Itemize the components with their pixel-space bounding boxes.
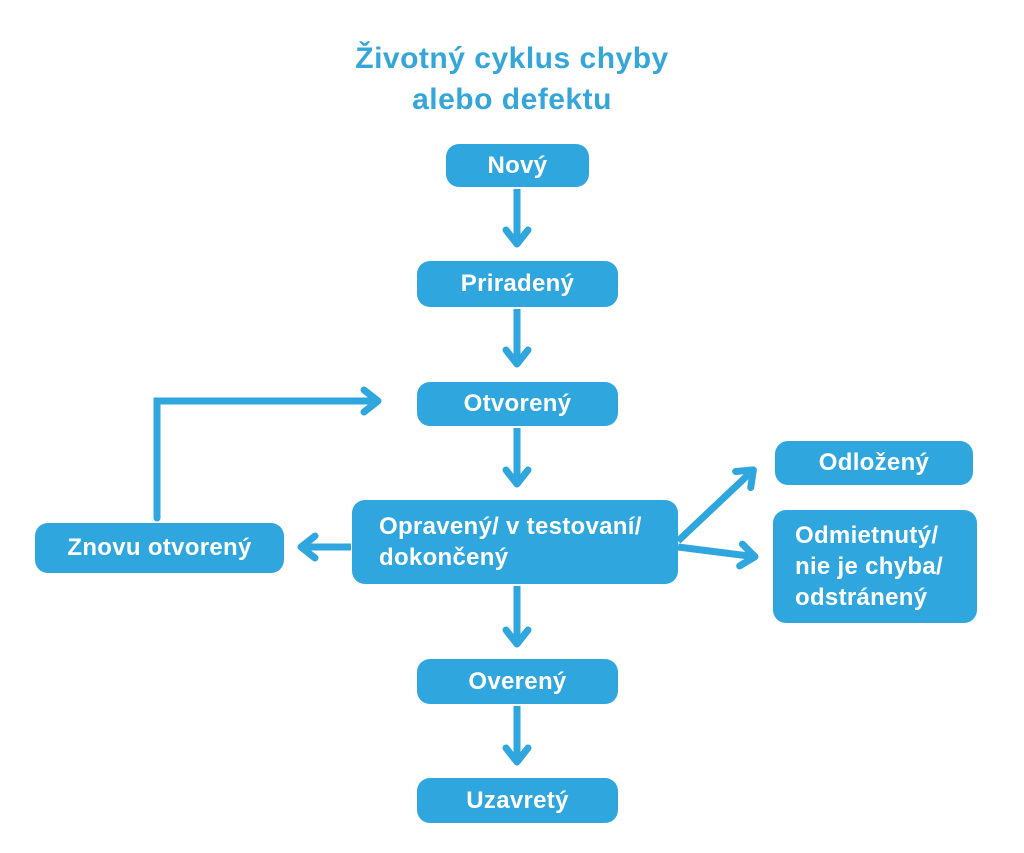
node-odlozeny-label: Odložený bbox=[818, 449, 930, 476]
node-uzavrety-label: Uzavretý bbox=[466, 786, 569, 814]
node-priradeny-label: Priradený bbox=[460, 270, 575, 297]
node-odmietnuty: Odmietnutý/ nie je chyba/ odstránený bbox=[773, 510, 977, 623]
node-otvoreny-label: Otvorený bbox=[463, 390, 572, 417]
node-novy-label: Nový bbox=[487, 151, 548, 179]
node-odmietnuty-label-line3: odstránený bbox=[795, 584, 928, 611]
node-odmietnuty-label-line2: nie je chyba/ bbox=[795, 553, 943, 580]
node-znovu-otvoreny-label: Znovu otvorený bbox=[67, 534, 252, 561]
node-overeny: Overený bbox=[417, 659, 618, 704]
node-znovu-otvoreny: Znovu otvorený bbox=[35, 523, 284, 573]
arrow-znovu-otvoreny-to-otvoreny bbox=[153, 386, 382, 522]
node-otvoreny: Otvorený bbox=[417, 382, 618, 426]
diagram-title-line2: alebo defektu bbox=[412, 83, 612, 116]
diagram-title-line1: Životný cyklus chyby bbox=[355, 42, 669, 75]
diagram-title: Životný cyklus chyby alebo defektu bbox=[0, 38, 1024, 120]
arrow-opraveny-to-odmietnuty bbox=[677, 540, 759, 570]
node-priradeny: Priradený bbox=[417, 261, 618, 307]
node-opraveny-label-line2: dokončený bbox=[379, 544, 509, 571]
node-uzavrety: Uzavretý bbox=[417, 778, 618, 823]
node-overeny-label: Overený bbox=[468, 667, 567, 695]
arrow-opraveny-to-odlozeny bbox=[675, 466, 757, 544]
node-odmietnuty-label-line1: Odmietnutý/ bbox=[795, 522, 939, 549]
node-novy: Nový bbox=[446, 144, 589, 187]
node-odlozeny: Odložený bbox=[775, 441, 973, 485]
node-opraveny-label-line1: Opravený/ v testovaní/ bbox=[379, 513, 642, 540]
node-opraveny: Opravený/ v testovaní/ dokončený bbox=[352, 500, 678, 584]
